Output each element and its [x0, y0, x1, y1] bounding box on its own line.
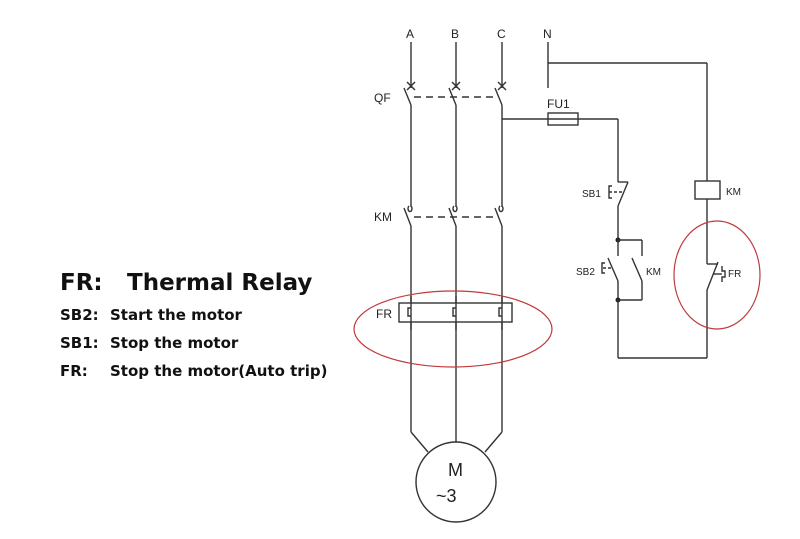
legend-item-key: SB2: [60, 306, 99, 324]
neutral-line [547, 42, 708, 181]
contactor-main-label: KM [374, 210, 392, 224]
holding-contact-km [618, 239, 643, 301]
start-button-sb2 [601, 237, 621, 303]
start-button-label: SB2 [576, 267, 595, 278]
motor-phase-text: ~3 [436, 486, 457, 506]
motor: M ~3 [415, 441, 497, 523]
thermal-contact-label: FR [728, 269, 741, 280]
thermal-relay-main-label: FR [376, 307, 392, 321]
stop-button-label: SB1 [582, 189, 601, 200]
legend: FR: Thermal Relay SB2: Start the motor S… [60, 270, 327, 380]
legend-item: SB2: Start the motor [60, 306, 327, 324]
highlight-thermal-relay-main [353, 290, 553, 368]
neutral-label: N [543, 27, 552, 41]
legend-title: FR: Thermal Relay [60, 270, 327, 296]
thermal-relay-contact [706, 199, 726, 291]
phase-label-a: A [406, 27, 414, 41]
control-return-wire [617, 290, 708, 359]
thermal-relay-heater-block [398, 296, 513, 330]
phase-a-line [403, 42, 429, 453]
motor-circle [415, 441, 497, 523]
phase-c-line [484, 42, 507, 453]
legend-item-key: SB1: [60, 334, 99, 352]
stop-button-sb1 [608, 181, 629, 240]
legend-title-key: FR: [60, 270, 103, 296]
breaker-label: QF [374, 91, 391, 105]
legend-item: FR: Stop the motor(Auto trip) [60, 362, 327, 380]
phase-label-c: C [497, 27, 506, 41]
legend-item-key: FR: [60, 362, 88, 380]
phase-b-line [448, 42, 461, 442]
highlight-thermal-relay-contact [673, 220, 761, 330]
coil-label: KM [726, 187, 741, 198]
contactor-coil-km [694, 180, 721, 200]
fuse-label: FU1 [547, 97, 570, 111]
legend-title-text: Thermal Relay [127, 270, 313, 296]
control-feed-wire [502, 112, 619, 182]
legend-item-text: Stop the motor [110, 334, 239, 352]
legend-item-text: Start the motor [110, 306, 242, 324]
legend-item-text: Stop the motor(Auto trip) [110, 362, 328, 380]
phase-label-b: B [451, 27, 459, 41]
holding-contact-label: KM [646, 267, 661, 278]
motor-symbol: M [448, 460, 463, 480]
legend-item: SB1: Stop the motor [60, 334, 327, 352]
